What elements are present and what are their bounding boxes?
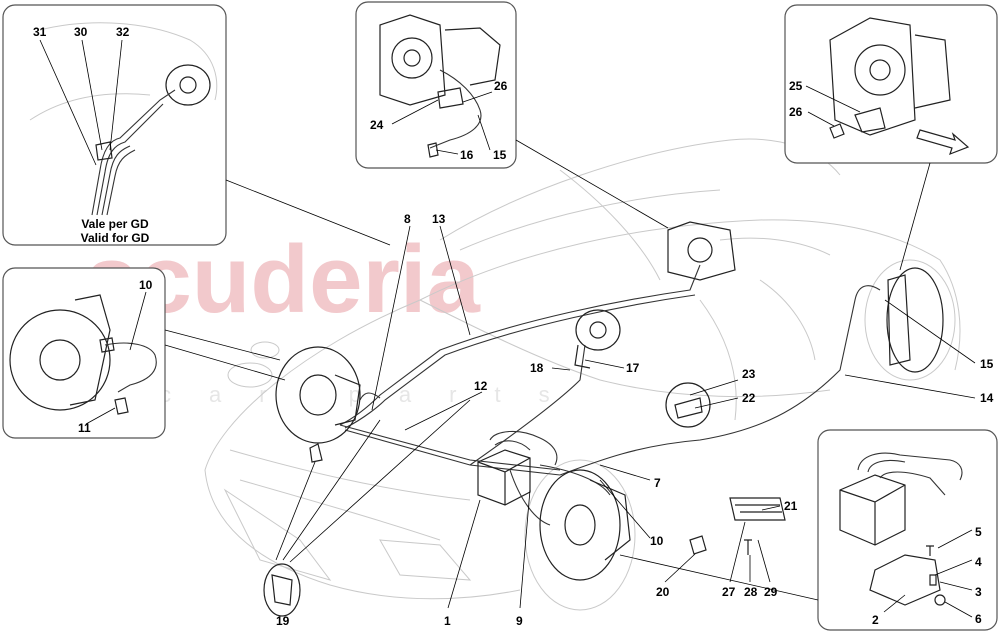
bracket-19 xyxy=(263,443,323,617)
label-6: 6 xyxy=(975,612,982,626)
label-27: 27 xyxy=(722,585,736,599)
bracket-21 xyxy=(689,497,786,555)
front-left-disc xyxy=(275,346,361,444)
label-20: 20 xyxy=(656,585,670,599)
label-18: 18 xyxy=(530,361,544,375)
label-1: 1 xyxy=(444,614,451,628)
label-29: 29 xyxy=(764,585,778,599)
label-28: 28 xyxy=(744,585,758,599)
label-3: 3 xyxy=(975,585,982,599)
label-16: 16 xyxy=(460,148,474,162)
label-15b: 15 xyxy=(980,357,994,371)
label-13: 13 xyxy=(432,212,446,226)
label-15: 15 xyxy=(493,148,507,162)
label-26: 26 xyxy=(494,79,508,93)
label-25: 25 xyxy=(789,79,803,93)
brake-booster xyxy=(574,309,621,369)
label-30: 30 xyxy=(74,25,88,39)
label-9: 9 xyxy=(516,614,523,628)
label-10: 10 xyxy=(139,278,153,292)
leader-lines xyxy=(39,39,976,618)
label-26b: 26 xyxy=(789,105,803,119)
label-32: 32 xyxy=(116,25,130,39)
label-2: 2 xyxy=(872,613,879,627)
label-11: 11 xyxy=(78,421,91,435)
note-line1: Vale per GD xyxy=(81,217,149,231)
watermark-sub: car parts xyxy=(160,382,588,407)
note-line2: Valid for GD xyxy=(81,231,150,245)
label-31: 31 xyxy=(33,25,47,39)
part-labels: 31 30 32 26 24 16 15 25 26 8 13 10 11 12… xyxy=(33,25,994,628)
label-23: 23 xyxy=(742,367,756,381)
label-22: 22 xyxy=(742,391,756,405)
pipe-clip-detail xyxy=(665,382,711,428)
car-body-outline xyxy=(204,138,961,611)
inset-booster-piping: Vale per GD Valid for GD xyxy=(2,4,227,246)
rear-left-caliper xyxy=(667,221,736,281)
rear-right-disc xyxy=(886,267,944,373)
inset-rear-caliper-pipe xyxy=(355,1,517,169)
label-8: 8 xyxy=(404,212,411,226)
label-17: 17 xyxy=(626,361,640,375)
label-24: 24 xyxy=(370,118,384,132)
brake-pipe-network xyxy=(339,264,881,526)
label-21: 21 xyxy=(784,499,798,513)
direction-arrow-icon xyxy=(916,129,970,156)
label-10b: 10 xyxy=(650,534,664,548)
front-right-disc xyxy=(539,469,631,581)
inset-abs-bracket xyxy=(817,429,998,631)
label-7: 7 xyxy=(654,476,661,490)
label-12: 12 xyxy=(474,379,488,393)
label-4: 4 xyxy=(975,555,982,569)
inset-front-caliper-hose xyxy=(2,267,166,439)
label-14: 14 xyxy=(980,391,994,405)
label-19: 19 xyxy=(276,614,290,628)
inset-rear-bracket xyxy=(784,4,998,164)
label-5: 5 xyxy=(975,525,982,539)
